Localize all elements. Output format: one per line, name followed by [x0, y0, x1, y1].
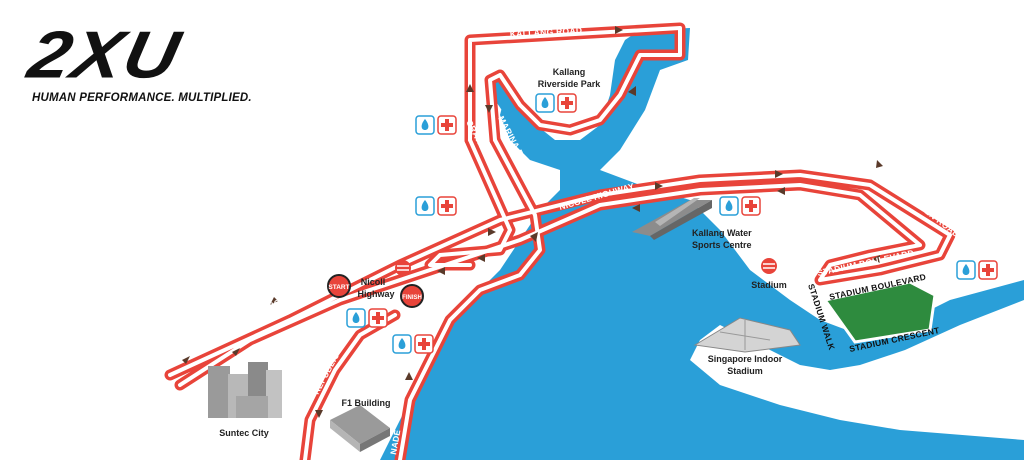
arrow-icon	[775, 170, 783, 178]
water-drop-icon	[346, 308, 366, 328]
arrow-icon	[405, 372, 413, 380]
water-drop-icon	[415, 196, 435, 216]
aid-station	[415, 115, 457, 135]
logo-tagline: HUMAN PERFORMANCE. MULTIPLIED.	[32, 92, 252, 104]
water-drop-icon	[956, 260, 976, 280]
first-aid-cross-icon	[557, 93, 577, 113]
brand-logo: 2XU HUMAN PERFORMANCE. MULTIPLIED.	[14, 14, 344, 104]
suntec-city-building	[208, 362, 282, 418]
water-drop-icon	[392, 334, 412, 354]
label-sports-centre: Sports Centre	[692, 240, 752, 250]
label-f1-building: F1 Building	[342, 398, 391, 408]
finish-marker: FINISH	[400, 284, 424, 308]
label-stadium: Stadium	[751, 280, 787, 290]
road-label-kallang-road: KALLANG ROAD	[510, 25, 583, 39]
arrow-icon	[437, 267, 445, 275]
aid-station	[392, 334, 434, 354]
arrow-icon	[872, 255, 880, 263]
arrow-icon	[632, 204, 640, 212]
aid-station	[346, 308, 388, 328]
first-aid-cross-icon	[978, 260, 998, 280]
first-aid-cross-icon	[437, 115, 457, 135]
logo-wordmark: 2XU	[22, 17, 188, 92]
label-kallang: Kallang	[553, 67, 586, 77]
arrow-icon	[655, 182, 663, 190]
water-drop-icon	[535, 93, 555, 113]
mrt-station-icon	[761, 258, 777, 274]
aid-station	[719, 196, 761, 216]
arrow-icon	[628, 86, 636, 96]
label-singapore-indoor: Singapore Indoor	[708, 354, 783, 364]
road-label-esplanade: NADE	[388, 429, 402, 456]
label-kallang-water: Kallang Water	[692, 228, 752, 238]
first-aid-cross-icon	[414, 334, 434, 354]
kallang-water-sports-centre-building	[632, 198, 712, 240]
arrow-icon	[530, 232, 538, 242]
water-drop-icon	[719, 196, 739, 216]
stadium-park	[822, 280, 937, 344]
start-marker: START	[327, 274, 351, 298]
water-drop-icon	[415, 115, 435, 135]
svg-text:FINISH: FINISH	[402, 295, 422, 301]
label-indoor-stadium: Stadium	[727, 366, 763, 376]
label-highway: Highway	[357, 289, 394, 299]
label-nicoll: Nicoll	[361, 277, 386, 287]
arrow-icon	[182, 356, 190, 364]
arrow-icon	[466, 84, 474, 92]
aid-station	[535, 93, 577, 113]
first-aid-cross-icon	[368, 308, 388, 328]
arrow-icon	[477, 254, 485, 262]
label-riverside-park: Riverside Park	[538, 79, 602, 89]
arrow-icon	[488, 228, 496, 236]
aid-station	[956, 260, 998, 280]
first-aid-cross-icon	[741, 196, 761, 216]
kallang-basin-water	[380, 28, 1024, 460]
f1-building	[330, 405, 390, 452]
aid-station	[415, 196, 457, 216]
arrow-icon	[315, 410, 323, 418]
arrow-icon	[777, 187, 785, 195]
svg-text:START: START	[328, 284, 349, 291]
arrow-icon	[232, 348, 240, 356]
singapore-indoor-stadium-building	[693, 317, 801, 353]
arrow-icon	[270, 297, 278, 305]
route-direction-arrows	[182, 26, 883, 418]
arrow-icon	[485, 105, 493, 113]
first-aid-cross-icon	[437, 196, 457, 216]
mrt-station-icon	[395, 260, 411, 276]
label-suntec-city: Suntec City	[219, 428, 269, 438]
arrow-icon	[876, 160, 883, 168]
arrow-icon	[615, 26, 623, 34]
